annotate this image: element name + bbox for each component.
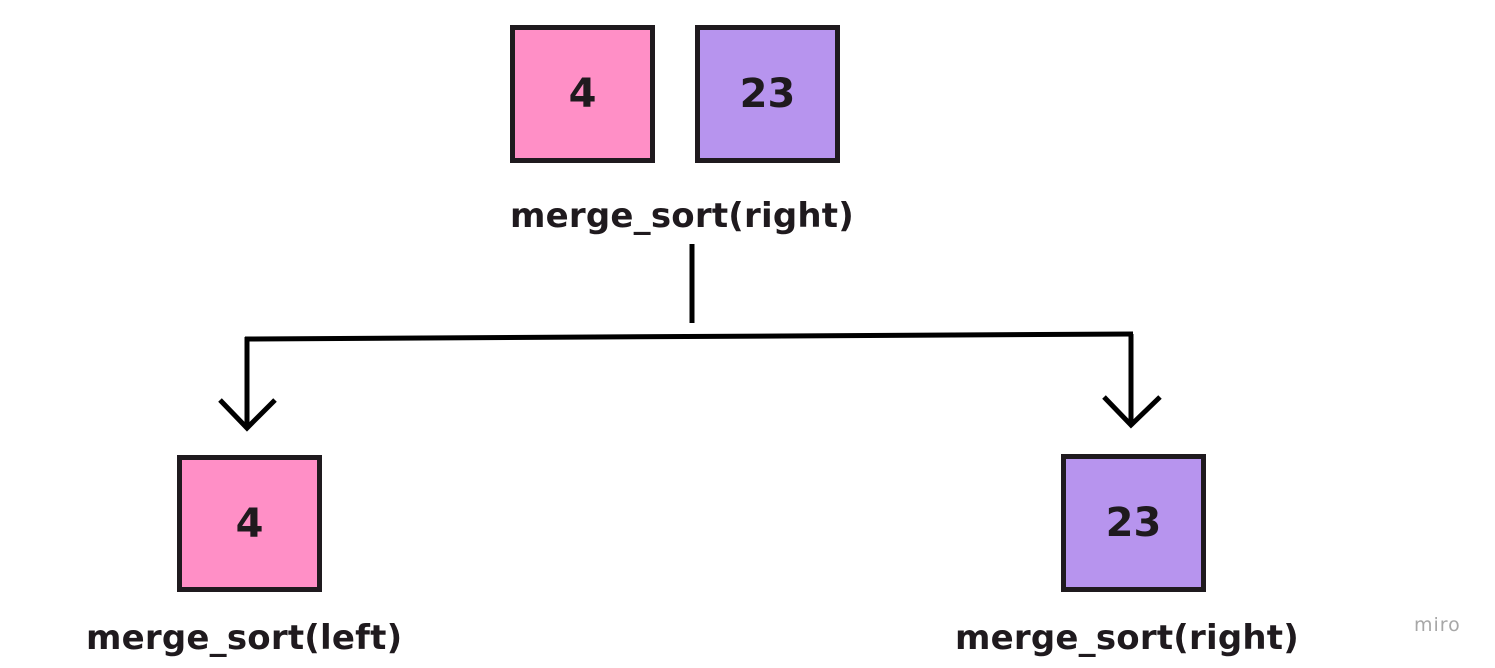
right-child-label: merge_sort(right) (955, 618, 1299, 658)
left-child-label: merge_sort(left) (86, 618, 403, 658)
right-child-value: 23 (1105, 500, 1162, 546)
left-child-box: 4 (177, 455, 322, 592)
miro-watermark: miro (1414, 614, 1461, 636)
left-arrowhead (218, 398, 277, 432)
top-label: merge_sort(right) (510, 196, 854, 236)
right-child-box: 23 (1061, 454, 1206, 592)
top-box-4: 4 (510, 25, 655, 163)
branch-line (244, 331, 1134, 342)
top-box-4-value: 4 (568, 71, 597, 117)
right-arrowhead (1102, 395, 1162, 429)
top-box-23: 23 (695, 25, 840, 163)
left-child-value: 4 (235, 500, 264, 547)
top-box-23-value: 23 (739, 71, 796, 117)
